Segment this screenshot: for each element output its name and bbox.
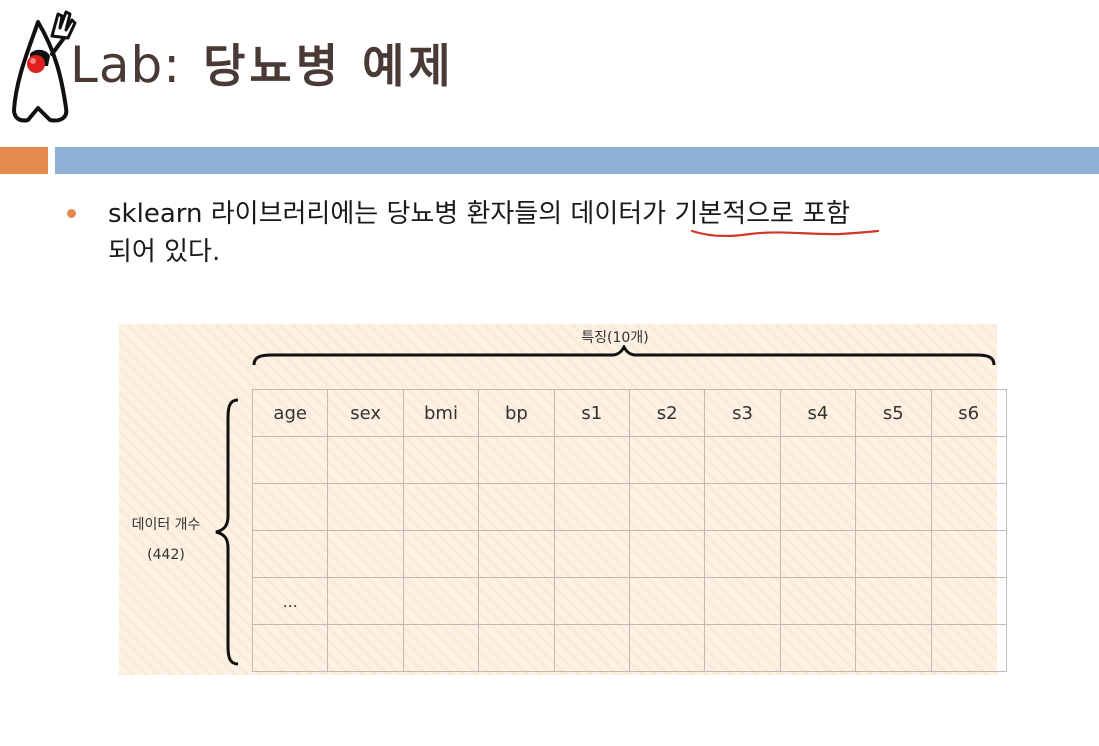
table-cell <box>930 530 1007 578</box>
table-cell <box>327 577 404 625</box>
table-cell <box>478 530 555 578</box>
left-brace-icon <box>215 398 239 666</box>
column-header-sex: sex <box>327 389 404 437</box>
table-cell <box>553 624 630 672</box>
title-latin: Lab: <box>70 36 182 94</box>
table-cell <box>779 577 857 625</box>
table-cell <box>779 436 857 484</box>
table-cell <box>930 624 1007 672</box>
table-cell <box>779 483 857 531</box>
table-cell <box>628 436 706 484</box>
table-cell <box>779 624 857 672</box>
table-cell <box>855 577 932 625</box>
rows-label: 데이터 개수 (442) <box>118 510 214 570</box>
table-cell: ... <box>251 577 329 625</box>
table-cell <box>855 483 932 531</box>
table-cell <box>553 577 630 625</box>
table-cell <box>930 483 1007 531</box>
table-row <box>251 624 1007 672</box>
rows-label-line1: 데이터 개수 <box>131 517 201 533</box>
bullet-text: sklearn 라이브러리에는 당뇨병 환자들의 데이터가 기본적으로 포함 되… <box>108 195 1068 271</box>
accent-bar-blue <box>55 147 1099 174</box>
table-row <box>251 530 1007 578</box>
table-cell <box>553 530 630 578</box>
table-row <box>251 436 1007 484</box>
table-cell <box>327 530 404 578</box>
table-cell <box>553 483 630 531</box>
table-cell <box>930 577 1007 625</box>
column-header-s4: s4 <box>779 389 857 437</box>
column-header-s6: s6 <box>930 389 1007 437</box>
table-cell <box>855 436 932 484</box>
table-cell <box>855 624 932 672</box>
table-cell <box>402 624 480 672</box>
bullet-line1: 라이브러리에는 당뇨병 환자들의 데이터가 기본적으로 포함 <box>202 199 851 229</box>
column-header-bp: bp <box>478 389 555 437</box>
features-label: 특징(10개) <box>581 330 649 346</box>
features-table: age sex bmi bp s1 s2 s3 s4 s5 s6 ... <box>251 389 1007 672</box>
table-cell <box>704 624 781 672</box>
table-cell <box>704 577 781 625</box>
top-brace-icon <box>252 345 996 366</box>
bullet-dot-icon <box>67 209 76 218</box>
duke-mascot-icon <box>12 10 77 123</box>
table-cell <box>930 436 1007 484</box>
table-cell <box>704 530 781 578</box>
table-cell <box>628 530 706 578</box>
table-cell <box>251 483 329 531</box>
column-header-age: age <box>251 389 329 437</box>
column-header-s5: s5 <box>855 389 932 437</box>
red-underline-annotation <box>690 229 880 238</box>
table-row: ... <box>251 577 1007 625</box>
column-header-s2: s2 <box>628 389 706 437</box>
table-cell <box>779 530 857 578</box>
column-header-s1: s1 <box>553 389 630 437</box>
table-cell <box>478 624 555 672</box>
table-cell <box>327 624 404 672</box>
column-header-s3: s3 <box>704 389 781 437</box>
table-cell <box>402 577 480 625</box>
column-header-bmi: bmi <box>402 389 480 437</box>
table-cell <box>553 436 630 484</box>
table-cell <box>402 436 480 484</box>
bullet-line2: 되어 있다. <box>108 237 221 267</box>
page-title: Lab: 당뇨병 예제 <box>70 30 455 100</box>
table-cell <box>478 483 555 531</box>
table-cell <box>628 577 706 625</box>
table-row <box>251 483 1007 531</box>
table-cell <box>855 530 932 578</box>
table-cell <box>402 483 480 531</box>
table-cell <box>628 624 706 672</box>
table-cell <box>251 624 329 672</box>
table-body: ... <box>251 436 1007 672</box>
table-cell <box>402 530 480 578</box>
bullet-keyword: sklearn <box>108 199 203 229</box>
table-cell <box>327 483 404 531</box>
accent-bar-orange <box>0 147 48 174</box>
table-cell <box>251 530 329 578</box>
table-cell <box>704 436 781 484</box>
table-cell <box>628 483 706 531</box>
table-cell <box>251 436 329 484</box>
table-cell <box>478 436 555 484</box>
table-header-row: age sex bmi bp s1 s2 s3 s4 s5 s6 <box>251 389 1007 437</box>
table-cell <box>704 483 781 531</box>
table-cell <box>478 577 555 625</box>
rows-label-line2: (442) <box>147 547 185 563</box>
table-cell <box>327 436 404 484</box>
title-korean: 당뇨병 예제 <box>203 39 455 93</box>
